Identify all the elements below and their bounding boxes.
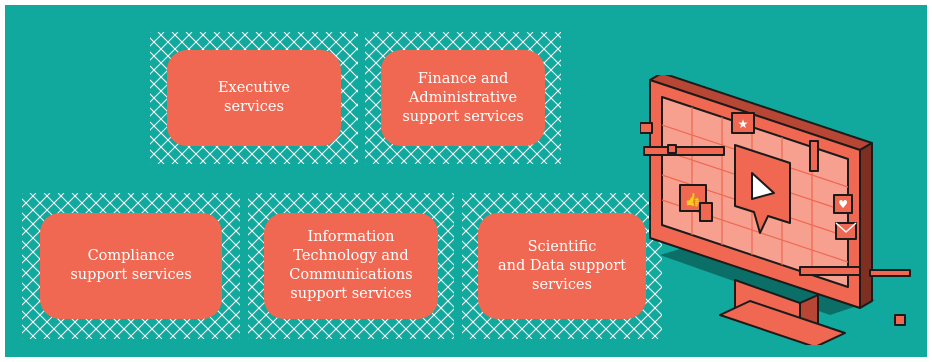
service-tile-ict: Information Technology and Communication… xyxy=(248,193,454,339)
computer-monitor-illustration: ★ 👍 ♥ xyxy=(640,75,911,345)
svg-text:★: ★ xyxy=(738,117,749,131)
service-tile-finance: Finance and Administrative support servi… xyxy=(365,32,561,164)
service-card-scientific: Scientific and Data support services xyxy=(478,213,646,319)
svg-text:♥: ♥ xyxy=(838,198,848,211)
thumbs-up-icon xyxy=(679,184,707,212)
service-label-executive: Executive services xyxy=(217,80,291,115)
star-icon xyxy=(731,112,755,134)
service-tile-scientific: Scientific and Data support services xyxy=(462,193,662,339)
service-card-compliance: Compliance support services xyxy=(40,213,222,319)
service-label-finance: Finance and Administrative support servi… xyxy=(402,70,524,125)
service-label-compliance: Compliance support services xyxy=(70,248,192,283)
service-card-finance: Finance and Administrative support servi… xyxy=(381,50,545,146)
service-tile-executive: Executive services xyxy=(150,32,358,164)
heart-icon xyxy=(833,194,853,214)
service-card-executive: Executive services xyxy=(167,50,341,146)
service-label-scientific: Scientific and Data support services xyxy=(497,238,627,293)
service-tile-compliance: Compliance support services xyxy=(22,193,240,339)
service-card-ict: Information Technology and Communication… xyxy=(264,213,438,319)
svg-text:👍: 👍 xyxy=(685,192,701,208)
service-label-ict: Information Technology and Communication… xyxy=(289,229,413,302)
